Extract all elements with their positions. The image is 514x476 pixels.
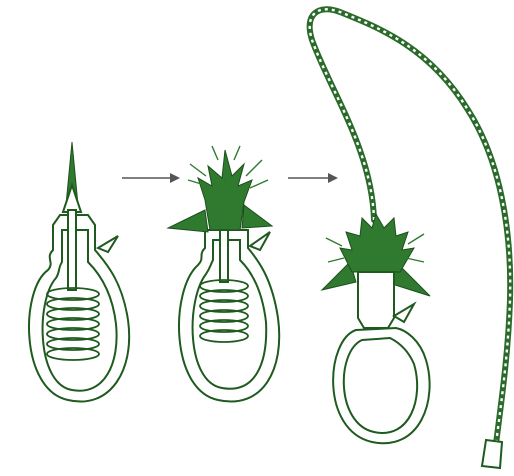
operculum-flap-1 xyxy=(98,236,118,252)
stage-2-everting xyxy=(168,146,279,402)
operculum-flap-2 xyxy=(250,232,270,250)
everted-shaft-3 xyxy=(358,272,394,328)
lateral-lobe-left-2 xyxy=(168,210,208,232)
lateral-lobe-right-2 xyxy=(242,205,272,228)
tubule-shaft-2 xyxy=(220,230,228,282)
arrow-1 xyxy=(122,173,180,183)
stage-1-coiled xyxy=(29,142,129,402)
stage-3-discharged xyxy=(310,9,510,468)
spine-crown-3 xyxy=(340,214,414,272)
tubule-tip xyxy=(482,440,502,468)
operculum-flap-3 xyxy=(394,304,414,322)
tubule-shaft-1 xyxy=(68,210,76,290)
stylet-1-barbs xyxy=(63,185,81,212)
arrow-2 xyxy=(288,173,338,183)
capsule-3-inner xyxy=(344,338,417,433)
